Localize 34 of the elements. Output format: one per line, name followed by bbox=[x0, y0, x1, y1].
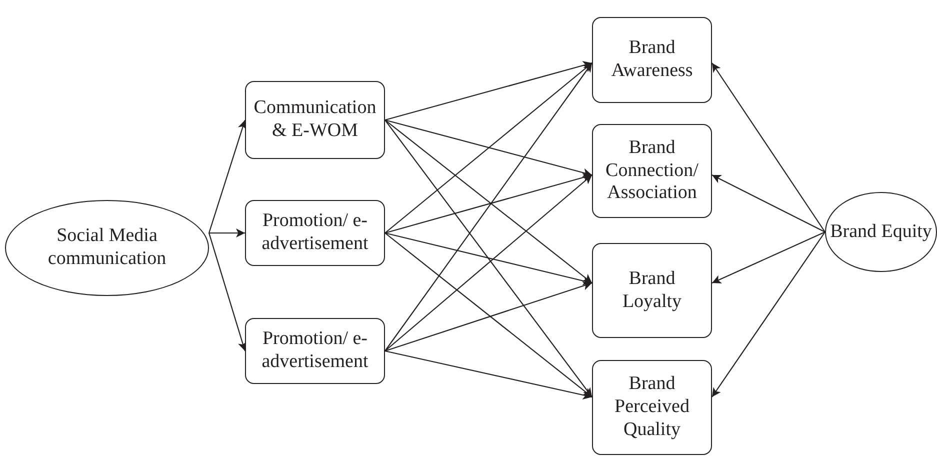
arrow bbox=[712, 232, 826, 398]
node-label: Communication & E-WOM bbox=[252, 97, 378, 143]
arrow bbox=[712, 62, 826, 232]
node-label: Brand Loyalty bbox=[621, 268, 683, 314]
arrow bbox=[712, 174, 826, 232]
rounded-box bbox=[592, 124, 712, 218]
node-label: Brand Awareness bbox=[610, 37, 694, 83]
rounded-box bbox=[592, 360, 712, 455]
arrow bbox=[384, 119, 592, 178]
arrow bbox=[208, 120, 247, 234]
arrow bbox=[384, 62, 592, 352]
arrow bbox=[384, 61, 592, 121]
arrow bbox=[384, 173, 592, 234]
rounded-box bbox=[245, 318, 385, 384]
arrow bbox=[209, 228, 245, 238]
rounded-box bbox=[592, 243, 712, 338]
arrow bbox=[384, 350, 592, 400]
arrow bbox=[384, 232, 592, 286]
node-label: Promotion/ e-advertisement bbox=[260, 210, 370, 256]
arrow bbox=[384, 174, 592, 352]
rounded-box bbox=[592, 17, 712, 103]
arrow bbox=[384, 282, 592, 352]
arrow bbox=[384, 120, 592, 284]
node-label: Social Media communication bbox=[46, 225, 168, 271]
arrow bbox=[712, 232, 826, 284]
node-label: Promotion/ e-advertisement bbox=[260, 328, 370, 374]
node-label: Brand Perceived Quality bbox=[614, 373, 690, 442]
rounded-box bbox=[245, 81, 385, 159]
arrow bbox=[208, 232, 247, 352]
arrow bbox=[384, 120, 592, 398]
node-label: Brand Equity bbox=[829, 220, 933, 244]
node-label: Brand Connection/ Association bbox=[604, 136, 700, 206]
arrow bbox=[384, 62, 592, 234]
rounded-box bbox=[245, 200, 385, 266]
